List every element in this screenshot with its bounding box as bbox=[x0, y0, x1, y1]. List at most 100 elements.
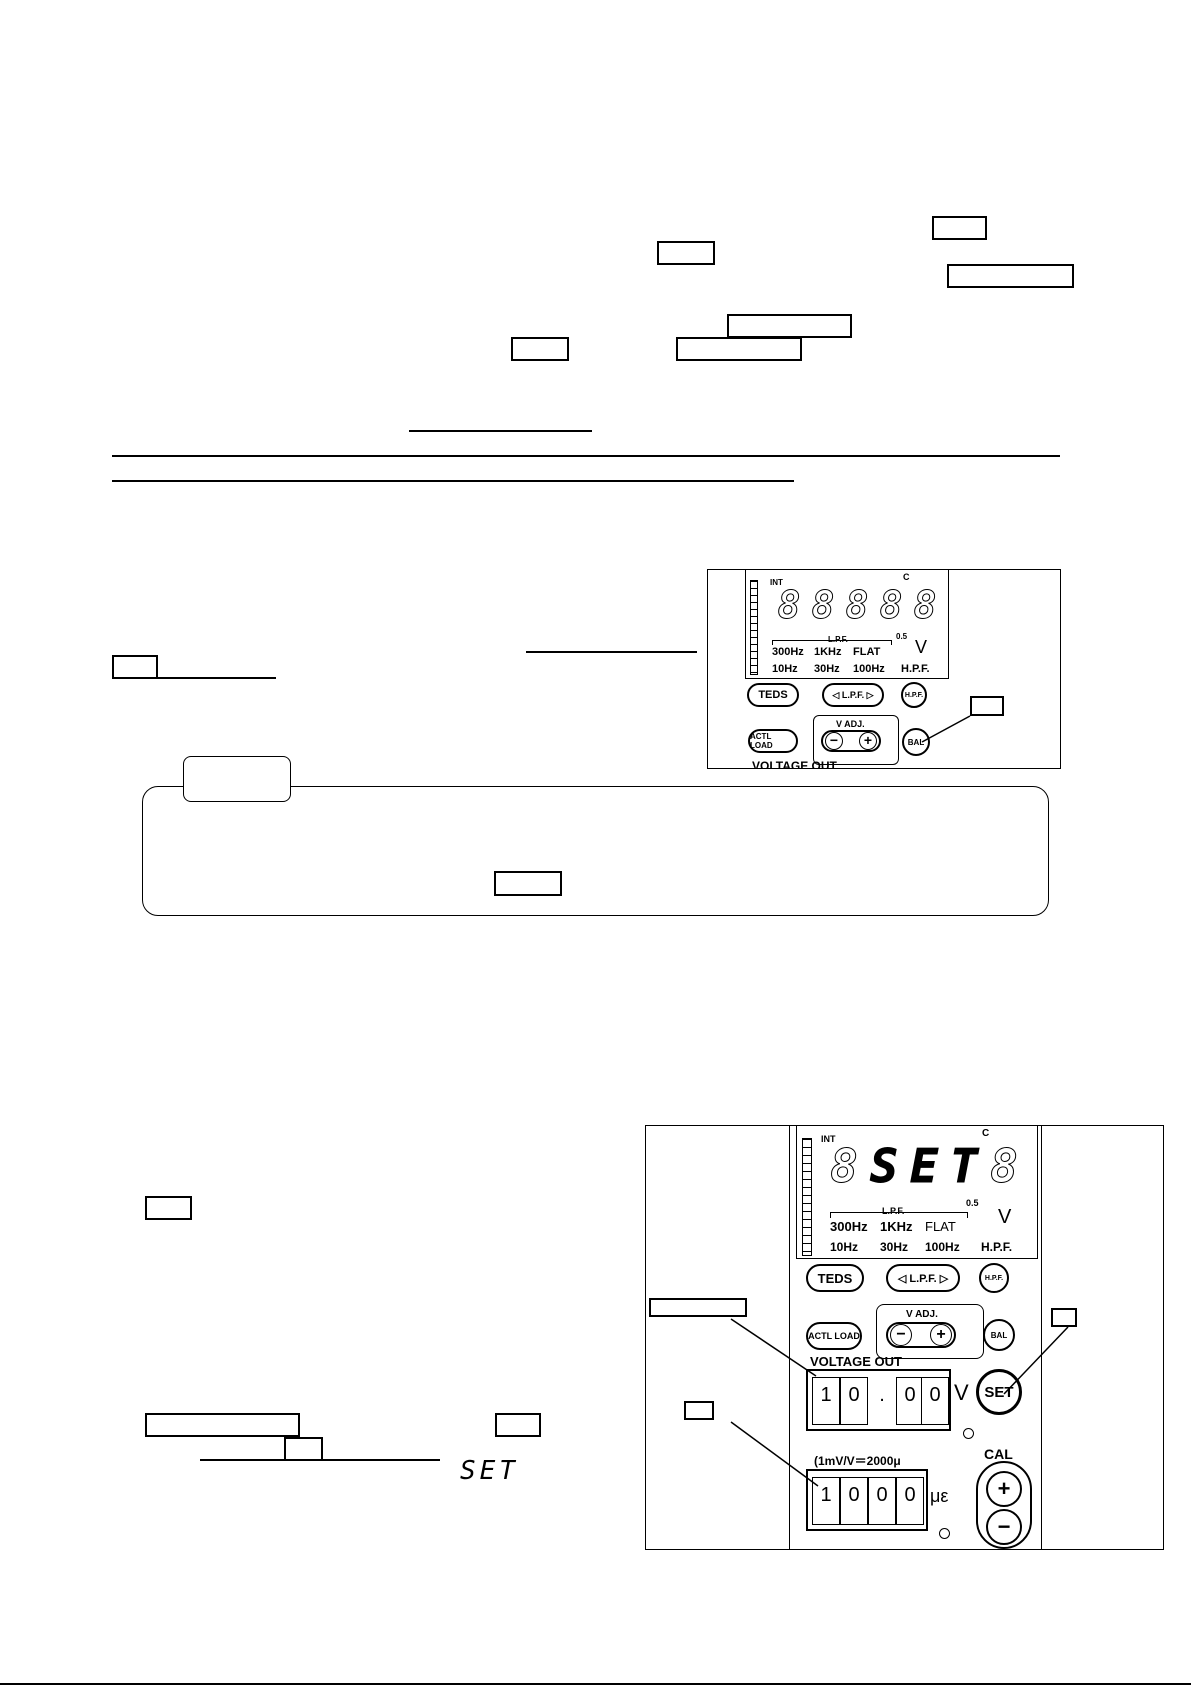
lpf-button[interactable]: ◁ L.P.F. ▷ bbox=[886, 1264, 960, 1292]
thumbwheel-digit[interactable]: 0 bbox=[921, 1377, 949, 1425]
actl-load-button[interactable]: ACTL LOAD bbox=[806, 1322, 862, 1350]
lpf-label: L.P.F. bbox=[882, 1206, 905, 1216]
panel-edge bbox=[789, 1126, 790, 1549]
key-box bbox=[112, 655, 158, 679]
plus-icon[interactable]: + bbox=[859, 732, 877, 750]
minus-icon: − bbox=[997, 1514, 1011, 1539]
hpf-button[interactable]: H.P.F. bbox=[901, 682, 927, 708]
key-box bbox=[494, 871, 562, 896]
note-tab bbox=[183, 756, 291, 802]
voltage-out-switch[interactable]: 1 0 . 0 0 bbox=[806, 1369, 951, 1431]
callout-lines bbox=[730, 1318, 1069, 1487]
device-panel-1: INT C 8 8 8 8 8 L.P.F. 0.5 300Hz 1KHz FL… bbox=[707, 569, 1061, 769]
panel-edge bbox=[1041, 1126, 1042, 1549]
bal-button[interactable]: BAL bbox=[983, 1319, 1015, 1351]
cal-label: CAL bbox=[984, 1446, 1013, 1462]
key-box bbox=[511, 337, 569, 361]
hpf-option: 100Hz bbox=[925, 1240, 960, 1254]
voltage-unit: V bbox=[954, 1380, 969, 1405]
key-box bbox=[145, 1413, 300, 1437]
strain-switch[interactable]: 1 0 0 0 bbox=[806, 1469, 928, 1531]
hpf-option: 10Hz bbox=[830, 1240, 859, 1254]
strain-unit: με bbox=[930, 1486, 949, 1506]
int-label: INT bbox=[821, 1134, 836, 1144]
unit-label: V bbox=[998, 1206, 1012, 1228]
strain-label: (1mV/V＝2000μ bbox=[814, 1454, 901, 1468]
lpf-option: 300Hz bbox=[772, 646, 804, 658]
vadj-label: V ADJ. bbox=[836, 719, 865, 729]
lcd-display bbox=[745, 570, 949, 679]
lpf-option: FLAT bbox=[925, 1219, 956, 1234]
display-digit: 8 bbox=[830, 1139, 859, 1193]
display-digit: 8 bbox=[879, 583, 903, 627]
thumbwheel-digit[interactable]: 0 bbox=[896, 1477, 924, 1525]
key-box bbox=[676, 337, 802, 361]
thumbwheel-digit[interactable]: 0 bbox=[840, 1377, 868, 1425]
indicator-led bbox=[939, 1528, 950, 1539]
display-digit: T bbox=[950, 1139, 979, 1193]
c-label: C bbox=[903, 572, 910, 582]
key-box bbox=[657, 241, 715, 265]
lpf-button[interactable]: ◁ L.P.F. ▷ bbox=[822, 683, 884, 707]
cal-minus-button[interactable]: − bbox=[986, 1509, 1022, 1545]
thumbwheel-digit[interactable]: 0 bbox=[868, 1477, 896, 1525]
actl-load-button[interactable]: ACTL LOAD bbox=[748, 729, 798, 753]
display-digit: S bbox=[870, 1139, 899, 1193]
bal-button[interactable]: BAL bbox=[902, 728, 930, 756]
cal-frame bbox=[976, 1461, 1032, 1549]
hpf-option: 30Hz bbox=[814, 663, 840, 675]
vadj-stepper[interactable]: − + bbox=[886, 1322, 956, 1348]
point5-label: 0.5 bbox=[896, 632, 908, 641]
underline bbox=[112, 455, 1060, 457]
indicator-led bbox=[963, 1428, 974, 1439]
key-box bbox=[145, 1196, 192, 1220]
set-button[interactable]: SET bbox=[976, 1369, 1022, 1415]
key-box bbox=[495, 1413, 541, 1437]
thumbwheel-digit[interactable]: 1 bbox=[812, 1477, 840, 1525]
hpf-option: 100Hz bbox=[853, 663, 885, 675]
level-meter bbox=[802, 1138, 812, 1256]
lpf-option: FLAT bbox=[853, 646, 881, 658]
lpf-bracket bbox=[830, 1212, 968, 1218]
level-meter bbox=[750, 580, 758, 675]
hpf-button[interactable]: H.P.F. bbox=[979, 1263, 1009, 1293]
plus-icon[interactable]: + bbox=[930, 1324, 952, 1346]
device-panel-2: INT C 8 S E T 8 L.P.F. 0.5 300Hz 1KHz FL… bbox=[645, 1125, 1164, 1550]
cal-plus-button[interactable]: + bbox=[986, 1471, 1022, 1507]
vadj-stepper[interactable]: − + bbox=[821, 730, 881, 752]
vadj-frame bbox=[813, 715, 899, 765]
vadj-label: V ADJ. bbox=[906, 1309, 938, 1320]
thumbwheel-digit[interactable]: 0 bbox=[840, 1477, 868, 1525]
key-box bbox=[947, 264, 1074, 288]
teds-button[interactable]: TEDS bbox=[747, 683, 799, 707]
lpf-label: L.P.F. bbox=[828, 635, 848, 644]
lpf-option: 1KHz bbox=[880, 1219, 913, 1234]
plus-icon: + bbox=[997, 1476, 1011, 1501]
inline-set-display: SET bbox=[460, 1456, 519, 1486]
int-label: INT bbox=[770, 578, 783, 587]
minus-icon[interactable]: − bbox=[825, 732, 843, 750]
key-box bbox=[727, 314, 852, 338]
key-box bbox=[284, 1437, 323, 1461]
lcd-display bbox=[796, 1126, 1038, 1259]
underline bbox=[112, 480, 794, 482]
thumbwheel-digit[interactable]: 1 bbox=[812, 1377, 840, 1425]
key-box bbox=[932, 216, 987, 240]
lpf-option: 1KHz bbox=[814, 646, 842, 658]
hpf-option: H.P.F. bbox=[901, 663, 930, 675]
thumbwheel-separator: . bbox=[868, 1377, 896, 1425]
page-bottom-rule bbox=[0, 1683, 1191, 1685]
minus-icon[interactable]: − bbox=[890, 1324, 912, 1346]
lpf-option: 300Hz bbox=[830, 1219, 868, 1234]
display-digit: 8 bbox=[777, 583, 801, 627]
callout-line bbox=[921, 715, 971, 743]
display-digit: 8 bbox=[845, 583, 869, 627]
underline bbox=[158, 677, 276, 679]
underline bbox=[409, 430, 592, 432]
hpf-option: 30Hz bbox=[880, 1240, 909, 1254]
note-box bbox=[142, 786, 1049, 916]
underline bbox=[526, 651, 697, 653]
display-digit: 8 bbox=[990, 1139, 1019, 1193]
teds-button[interactable]: TEDS bbox=[806, 1264, 864, 1292]
unit-label: V bbox=[915, 637, 928, 657]
